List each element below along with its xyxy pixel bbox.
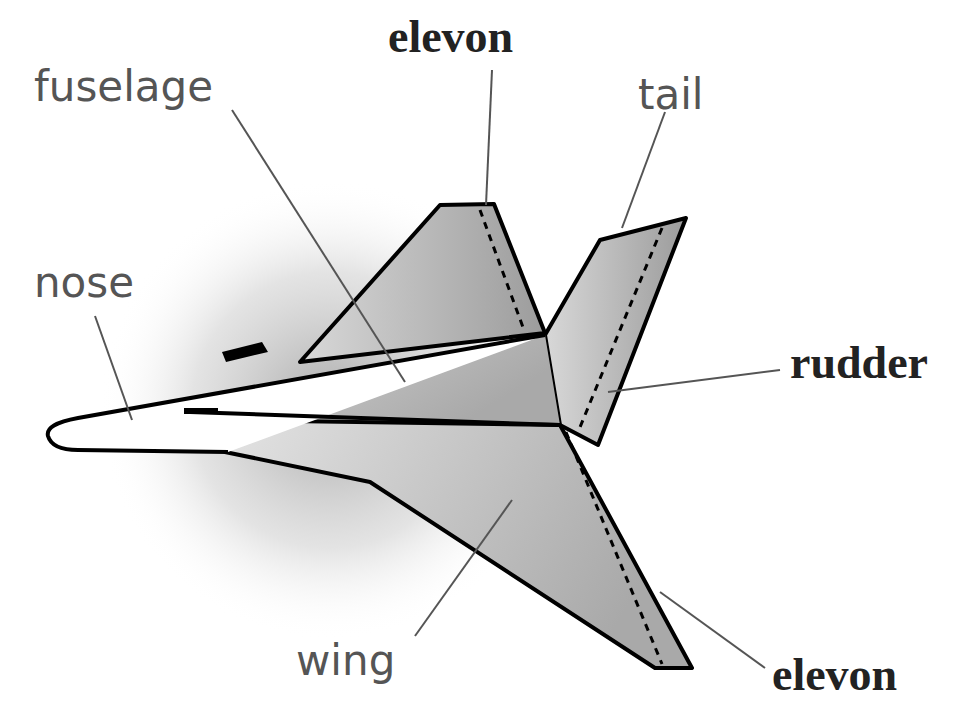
- part-label: fuselage: [34, 66, 213, 108]
- part-label: rudder: [790, 340, 928, 386]
- part-label: nose: [34, 262, 134, 304]
- part-label: wing: [296, 640, 395, 682]
- part-label: elevon: [388, 14, 513, 60]
- part-label: tail: [638, 74, 704, 116]
- part-label: elevon: [772, 652, 897, 698]
